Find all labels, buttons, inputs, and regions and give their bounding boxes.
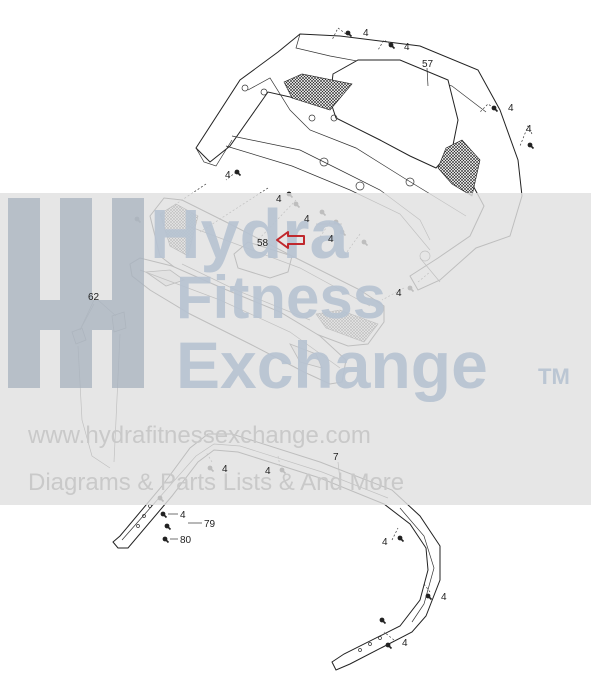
screw-icon — [526, 141, 535, 150]
screw-icon — [233, 168, 242, 177]
callout-4: 4 — [225, 170, 231, 181]
screw-icon — [396, 534, 405, 543]
callout-4: 4 — [328, 234, 334, 245]
callout-4: 4 — [276, 194, 282, 205]
screw-icon — [163, 522, 172, 531]
watermark-url: www.hydrafitnessexchange.com — [27, 422, 371, 449]
watermark-brand-line3: Exchange — [176, 328, 488, 402]
screw-icon — [344, 29, 353, 38]
watermark-brand-line1: Hydra — [150, 195, 349, 273]
callout-4: 4 — [265, 466, 271, 477]
callout-labels: 57 58 62 7 79 80 4 4 4 4 4 4 4 4 4 4 4 4… — [88, 28, 532, 649]
callout-62: 62 — [88, 292, 100, 303]
watermark-trademark: TM — [538, 364, 570, 389]
screw-icon — [159, 510, 168, 519]
callout-4: 4 — [402, 638, 408, 649]
callout-4: 4 — [404, 42, 410, 53]
callout-58: 58 — [257, 238, 269, 249]
highlight-arrow-icon — [276, 231, 305, 249]
callout-4: 4 — [441, 592, 447, 603]
watermark-logo-mark — [8, 198, 144, 388]
screw-icon — [378, 616, 387, 625]
callout-4: 4 — [304, 214, 310, 225]
screw-icon — [161, 535, 170, 544]
watermark: Hydra Fitness Exchange TM www.hydrafitne… — [0, 193, 591, 505]
callout-79: 79 — [204, 519, 216, 530]
callout-7: 7 — [333, 452, 339, 463]
callout-4: 4 — [396, 288, 402, 299]
callout-57: 57 — [422, 59, 434, 70]
callout-4: 4 — [526, 124, 532, 135]
watermark-brand-line2: Fitness — [176, 264, 386, 331]
callout-4: 4 — [180, 510, 186, 521]
callout-4: 4 — [363, 28, 369, 39]
watermark-tagline: Diagrams & Parts Lists & And More — [28, 469, 404, 496]
callout-4: 4 — [508, 103, 514, 114]
callout-4: 4 — [222, 464, 228, 475]
callout-80: 80 — [180, 535, 192, 546]
callout-4: 4 — [382, 537, 388, 548]
